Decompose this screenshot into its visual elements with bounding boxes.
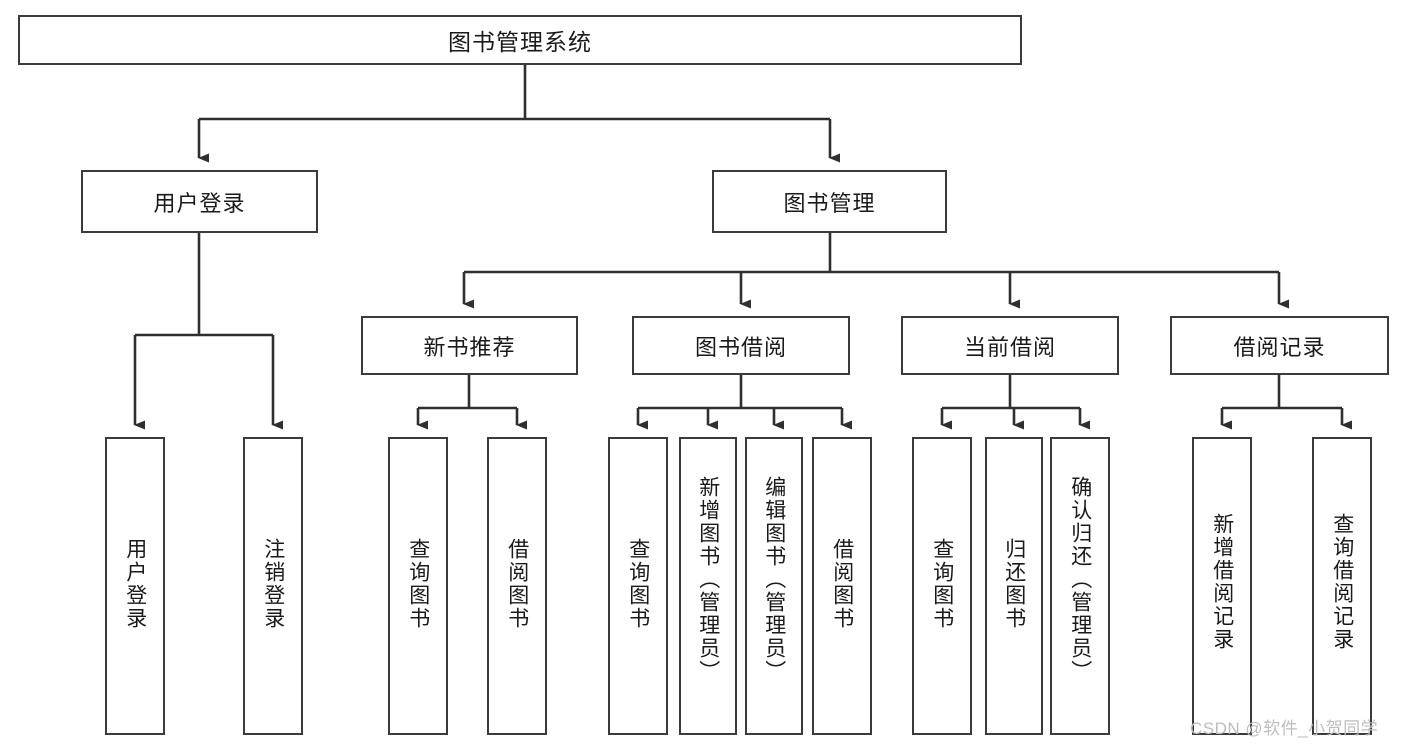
node-leaf-confirm-return-admin-label: 确认归还（管理员） — [1068, 475, 1092, 683]
node-current-borrow-label: 当前借阅 — [963, 334, 1056, 360]
node-book-management-label: 图书管理 — [783, 190, 876, 216]
node-leaf-query-borrow-record[interactable]: 查询借阅记录 — [1312, 437, 1372, 735]
node-new-book-recommendation[interactable]: 新书推荐 — [361, 316, 578, 375]
node-leaf-query-book-3[interactable]: 查询图书 — [912, 437, 972, 735]
node-book-borrow[interactable]: 图书借阅 — [632, 316, 850, 375]
node-leaf-user-logout[interactable]: 注销登录 — [243, 437, 303, 735]
node-leaf-add-borrow-record-label: 新增借阅记录 — [1210, 513, 1234, 651]
node-root-label: 图书管理系统 — [448, 29, 592, 55]
node-leaf-return-book-label: 归还图书 — [1002, 538, 1026, 630]
csdn-watermark: CSDN @软件_小贺同学 — [1190, 719, 1379, 738]
node-new-book-recommendation-label: 新书推荐 — [423, 334, 516, 360]
node-book-borrow-label: 图书借阅 — [694, 334, 787, 360]
node-leaf-edit-book-admin[interactable]: 编辑图书（管理员） — [745, 437, 803, 735]
node-leaf-borrow-book-2-label: 借阅图书 — [830, 538, 854, 630]
node-leaf-query-book-2-label: 查询图书 — [626, 538, 650, 630]
node-user-login-label: 用户登录 — [153, 190, 246, 216]
node-leaf-query-book-2[interactable]: 查询图书 — [608, 437, 668, 735]
node-leaf-borrow-book-1-label: 借阅图书 — [505, 538, 529, 630]
node-leaf-add-book-admin[interactable]: 新增图书（管理员） — [679, 437, 737, 735]
node-leaf-add-book-admin-label: 新增图书（管理员） — [696, 475, 720, 683]
node-borrow-record[interactable]: 借阅记录 — [1170, 316, 1389, 375]
node-leaf-borrow-book-2[interactable]: 借阅图书 — [812, 437, 872, 735]
node-leaf-user-login-label: 用户登录 — [123, 538, 147, 630]
node-leaf-confirm-return-admin[interactable]: 确认归还（管理员） — [1050, 437, 1110, 735]
node-leaf-user-login[interactable]: 用户登录 — [105, 437, 165, 735]
node-book-management[interactable]: 图书管理 — [712, 170, 947, 233]
node-current-borrow[interactable]: 当前借阅 — [901, 316, 1119, 375]
node-leaf-query-book-1[interactable]: 查询图书 — [388, 437, 448, 735]
node-leaf-borrow-book-1[interactable]: 借阅图书 — [487, 437, 547, 735]
node-leaf-query-book-1-label: 查询图书 — [406, 538, 430, 630]
node-root-book-management-system[interactable]: 图书管理系统 — [18, 15, 1022, 65]
node-user-login[interactable]: 用户登录 — [81, 170, 318, 233]
node-leaf-return-book[interactable]: 归还图书 — [985, 437, 1043, 735]
node-borrow-record-label: 借阅记录 — [1233, 334, 1326, 360]
node-leaf-add-borrow-record[interactable]: 新增借阅记录 — [1192, 437, 1252, 735]
node-leaf-query-book-3-label: 查询图书 — [930, 538, 954, 630]
node-leaf-user-logout-label: 注销登录 — [261, 538, 285, 630]
node-leaf-edit-book-admin-label: 编辑图书（管理员） — [762, 475, 786, 683]
node-leaf-query-borrow-record-label: 查询借阅记录 — [1330, 513, 1354, 651]
